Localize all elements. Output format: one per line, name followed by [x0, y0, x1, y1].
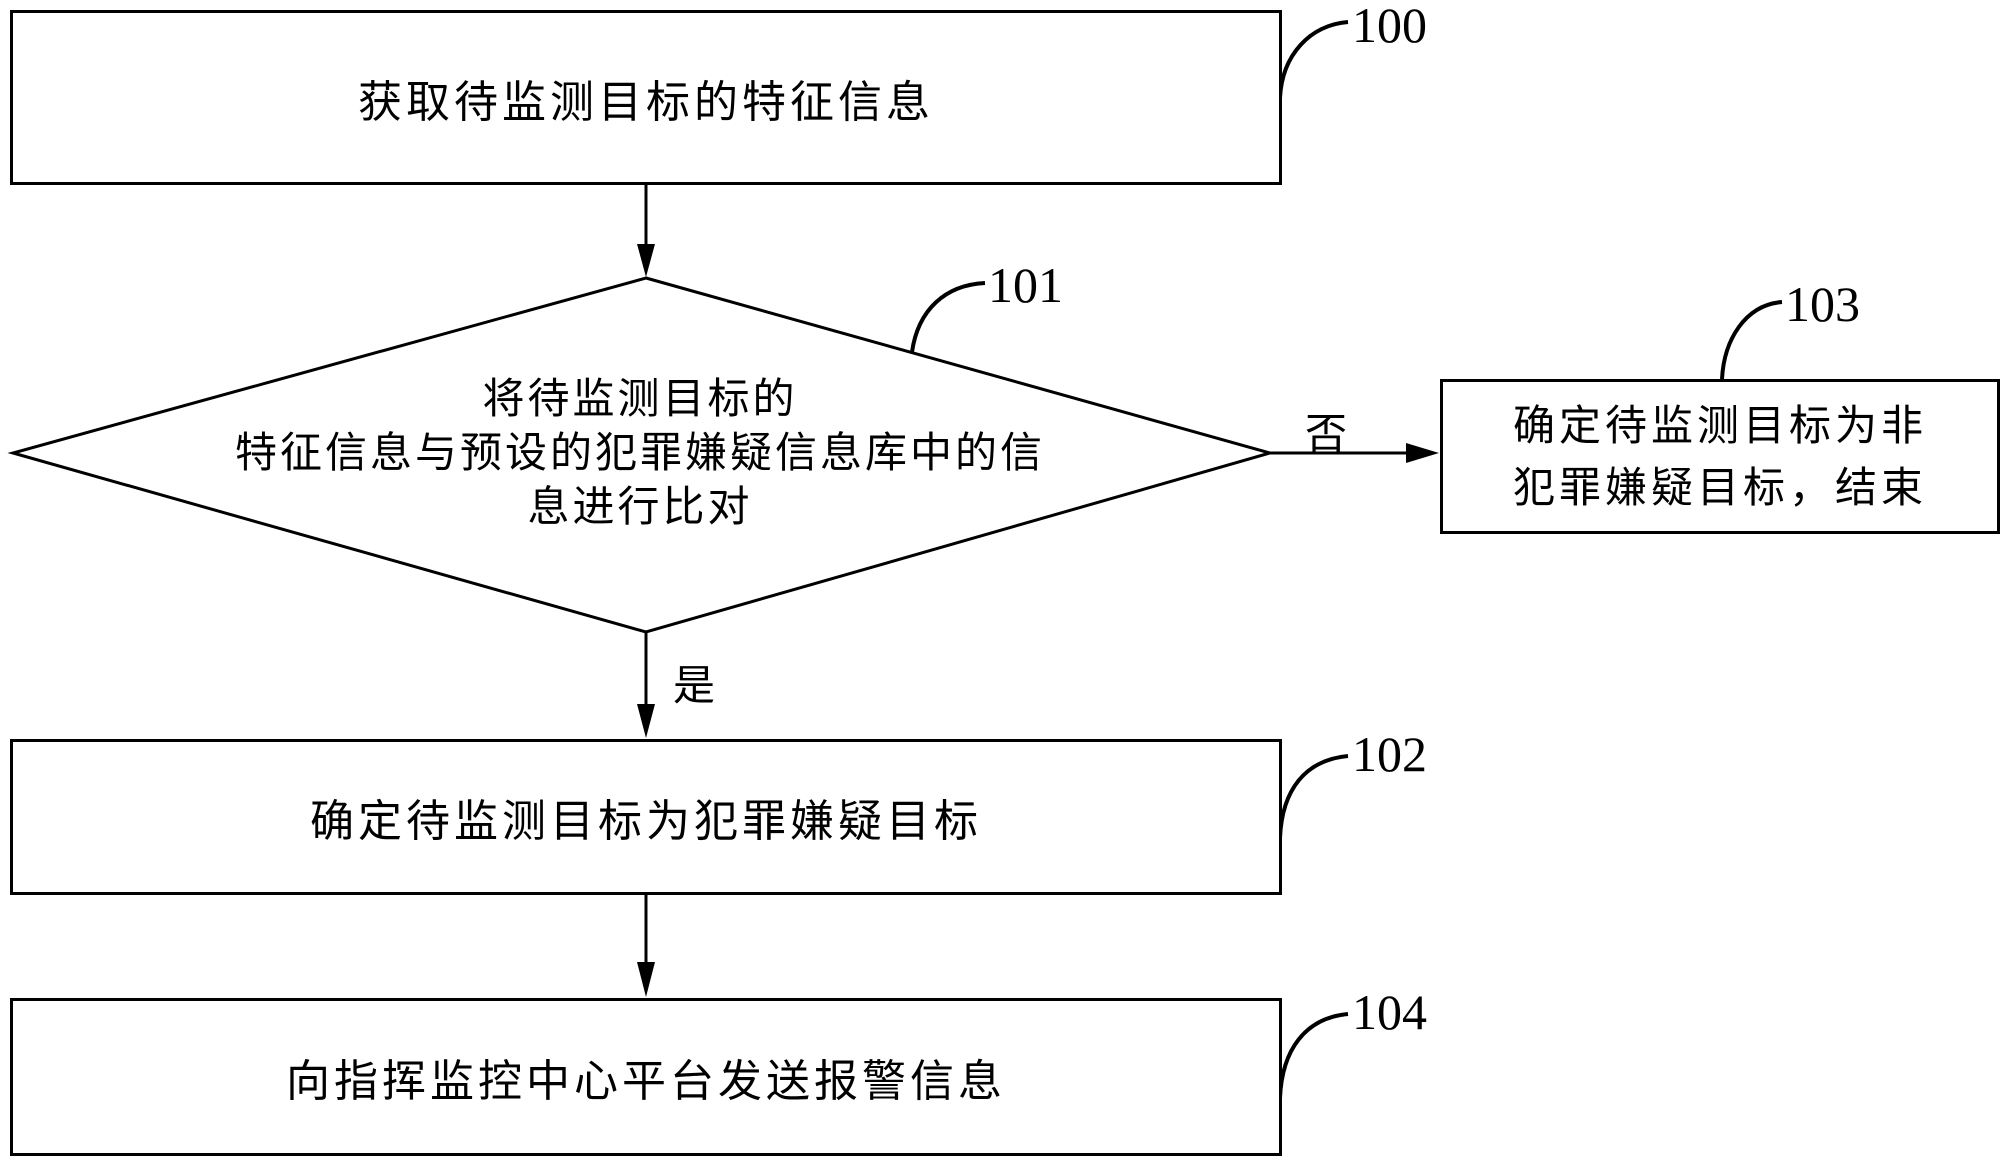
process-104-text: 向指挥监控中心平台发送报警信息	[286, 1045, 1006, 1109]
leader-line-100	[1280, 22, 1348, 98]
leader-line-103	[1722, 302, 1782, 379]
arrow-101-to-103-no	[1270, 443, 1439, 463]
step-label-102: 102	[1352, 725, 1427, 783]
leader-line-101	[912, 283, 985, 352]
decision-101-line-1: 将待监测目标的	[60, 372, 1220, 426]
step-label-104: 104	[1352, 983, 1427, 1041]
process-box-102: 确定待监测目标为犯罪嫌疑目标	[10, 739, 1282, 895]
leader-line-102	[1280, 756, 1348, 838]
process-100-text: 获取待监测目标的特征信息	[358, 66, 934, 130]
arrow-100-to-101	[637, 184, 655, 277]
edge-label-no: 否	[1305, 400, 1347, 461]
step-label-103: 103	[1785, 275, 1860, 333]
leader-line-104	[1280, 1014, 1348, 1098]
process-103-line-1: 确定待监测目标为非	[1513, 395, 1927, 457]
arrow-102-to-104	[637, 893, 655, 997]
arrow-101-to-102-yes	[637, 632, 655, 738]
process-102-text: 确定待监测目标为犯罪嫌疑目标	[310, 785, 982, 849]
process-box-100: 获取待监测目标的特征信息	[10, 10, 1282, 185]
decision-101-text: 将待监测目标的 特征信息与预设的犯罪嫌疑信息库中的信 息进行比对	[60, 372, 1220, 534]
step-label-100: 100	[1352, 0, 1427, 54]
process-box-103: 确定待监测目标为非 犯罪嫌疑目标，结束	[1440, 379, 2000, 534]
decision-101-line-2: 特征信息与预设的犯罪嫌疑信息库中的信	[60, 426, 1220, 480]
process-box-104: 向指挥监控中心平台发送报警信息	[10, 998, 1282, 1156]
decision-101-line-3: 息进行比对	[60, 480, 1220, 534]
step-label-101: 101	[988, 256, 1063, 314]
edge-label-yes: 是	[673, 652, 715, 713]
process-103-line-2: 犯罪嫌疑目标，结束	[1513, 457, 1927, 519]
